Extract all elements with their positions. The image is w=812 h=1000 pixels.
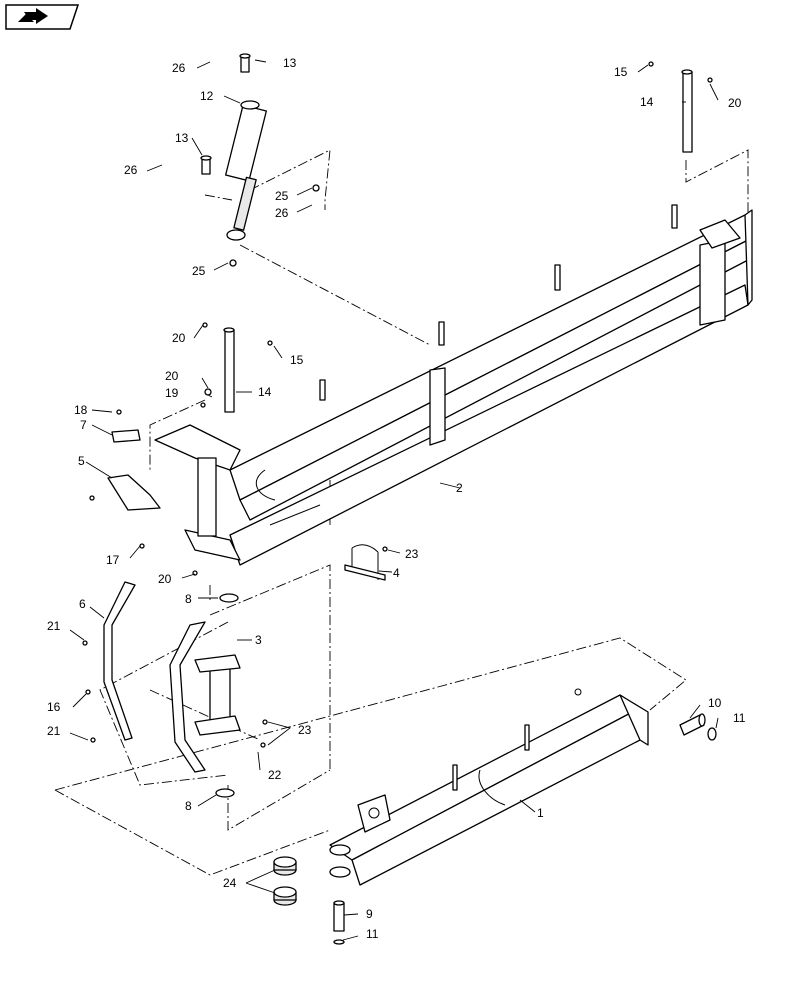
callout-11: 11	[733, 711, 746, 725]
callout-15: 15	[614, 65, 628, 79]
callout-21: 21	[47, 724, 61, 738]
u-bolt-part-4	[344, 544, 386, 581]
callout-20: 20	[172, 331, 186, 345]
mount-bracket-part-3	[169, 621, 241, 773]
pin-part-13	[200, 53, 251, 175]
washer-part-8	[215, 593, 239, 798]
callout-22: 22	[268, 768, 282, 782]
boom-frame-part-2	[154, 204, 753, 566]
callout-10: 10	[708, 696, 722, 710]
callout-26: 26	[275, 206, 289, 220]
callout-4: 4	[393, 566, 400, 580]
callout-26: 26	[172, 61, 186, 75]
callout-1: 1	[537, 806, 544, 820]
callout-2: 2	[456, 481, 463, 495]
callout-26: 26	[124, 163, 138, 177]
next-page-arrow-icon[interactable]	[5, 4, 80, 30]
callout-12: 12	[200, 89, 214, 103]
callout-13: 13	[283, 56, 297, 70]
callout-23: 23	[298, 723, 312, 737]
assembly-lines	[54, 149, 749, 876]
callout-24: 24	[223, 876, 237, 890]
callout-14: 14	[258, 385, 272, 399]
callout-16: 16	[47, 700, 61, 714]
leader-lines	[69, 59, 719, 941]
callout-15: 15	[290, 353, 304, 367]
callout-19: 19	[165, 386, 179, 400]
bracket-part-5	[107, 474, 161, 511]
bushing-part-10	[679, 713, 706, 736]
callout-20: 20	[158, 572, 172, 586]
callout-13: 13	[175, 131, 189, 145]
callout-labels: 26 13 12 13 26 25 26 25 15 14 20 20 15 2…	[47, 56, 746, 941]
bracket-part-7	[111, 429, 141, 443]
boom-arm-part-1	[329, 688, 649, 886]
callout-25: 25	[275, 189, 289, 203]
callout-20: 20	[728, 96, 742, 110]
pin-part-9	[333, 900, 345, 932]
callout-20: 20	[165, 369, 179, 383]
callout-6: 6	[79, 597, 86, 611]
callout-8: 8	[185, 799, 192, 813]
callout-5: 5	[78, 454, 85, 468]
ring-part-11	[333, 727, 717, 945]
callout-9: 9	[366, 907, 373, 921]
callout-21: 21	[47, 619, 61, 633]
strap-part-6	[103, 581, 136, 741]
callout-17: 17	[106, 553, 120, 567]
callout-23: 23	[405, 547, 419, 561]
small-hardware	[82, 61, 713, 748]
pin-part-14	[223, 69, 693, 413]
callout-8: 8	[185, 592, 192, 606]
bushing-part-24	[273, 856, 297, 906]
callout-14: 14	[640, 95, 654, 109]
callout-25: 25	[192, 264, 206, 278]
callout-18: 18	[74, 403, 88, 417]
cylinder-part-12	[224, 100, 268, 241]
callout-3: 3	[255, 633, 262, 647]
callout-11: 11	[366, 927, 379, 941]
callout-7: 7	[80, 418, 87, 432]
